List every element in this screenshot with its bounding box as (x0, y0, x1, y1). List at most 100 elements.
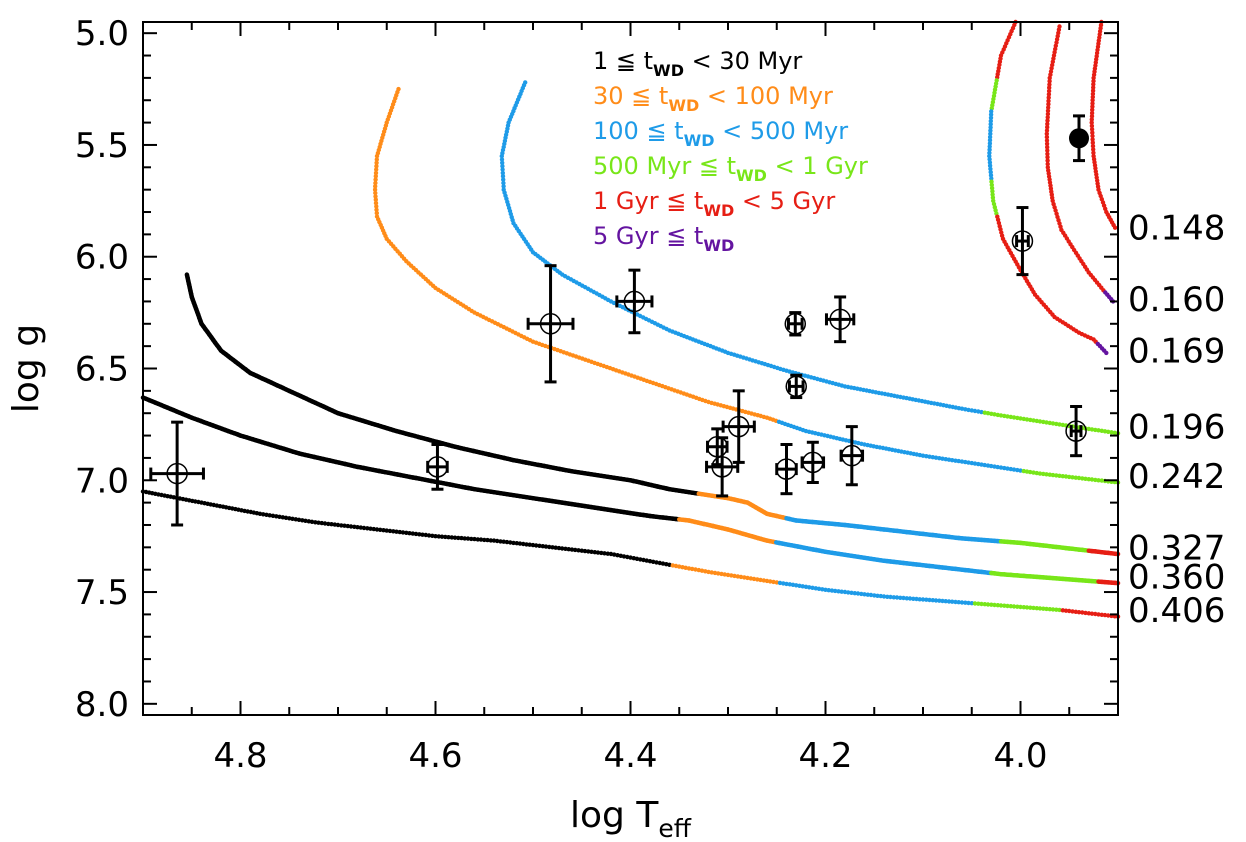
track-dot (751, 576, 757, 582)
star-marker-open (727, 415, 750, 438)
star-12 (824, 295, 856, 344)
track-dot (933, 598, 939, 603)
track-dot (556, 545, 562, 551)
track-dot (1109, 430, 1114, 435)
track-dot (472, 536, 477, 542)
track-dot (927, 454, 932, 459)
track-dot (982, 462, 987, 468)
track-dot (930, 598, 935, 603)
track-dot (937, 598, 942, 603)
legend-entry-text: 30 ≦ t (593, 82, 668, 110)
track-dot (1090, 91, 1096, 97)
track-dot (373, 174, 378, 179)
track-dot (992, 412, 997, 417)
star-8 (775, 443, 798, 496)
track-dot (1005, 466, 1010, 471)
track-dot (1083, 476, 1088, 481)
legend-entry-text: < 30 Myr (684, 47, 802, 75)
star-marker-open (785, 375, 807, 398)
x-tick-label: 4.2 (798, 736, 852, 776)
track-dot (582, 548, 588, 554)
star-11 (800, 440, 826, 485)
track-dot (855, 591, 861, 596)
track-dot (917, 597, 922, 602)
y-tick-label: 7.0 (75, 461, 129, 501)
star-marker-open (775, 458, 798, 480)
track-dot (1045, 111, 1051, 117)
track-dot (1050, 472, 1056, 478)
track-dot (1047, 75, 1052, 81)
track-dot (410, 531, 415, 536)
track-dot (592, 550, 597, 555)
track-dot (988, 122, 993, 127)
track-dot (716, 571, 721, 576)
track-dot (1049, 66, 1054, 71)
track-dot (699, 568, 705, 573)
track-dot (1090, 137, 1095, 142)
track-dot (722, 572, 727, 577)
track-dot (1070, 609, 1075, 614)
track-dot (881, 594, 887, 599)
legend-entry-sub: WD (668, 96, 699, 115)
track-dot (989, 463, 994, 469)
track-dot (816, 586, 822, 591)
track-dot (933, 455, 939, 460)
track-dot (1090, 88, 1096, 93)
track-dot (998, 413, 1004, 418)
track-dot (373, 200, 379, 206)
track-dot (488, 538, 493, 543)
track-0.148 (987, 19, 1109, 356)
track-dot (1102, 612, 1108, 618)
track-dot (373, 190, 378, 196)
star-16 (1069, 114, 1089, 163)
track-dot (1063, 608, 1069, 613)
track-dot (1046, 95, 1051, 100)
track-dot (482, 537, 487, 543)
track-dot (1091, 78, 1096, 84)
track-dot (1031, 470, 1036, 475)
track-dot (495, 538, 500, 544)
track-dot (303, 518, 308, 523)
track-dot (521, 541, 526, 547)
track-dot (1045, 161, 1050, 167)
track-dot (1053, 208, 1058, 213)
track-dot (1045, 151, 1050, 157)
track-dot (1046, 105, 1051, 110)
legend-entry-sub: WD (736, 166, 767, 185)
track-dot (865, 592, 870, 597)
track-dot (373, 177, 378, 182)
track-dot (407, 531, 412, 536)
track-dot (1104, 350, 1109, 356)
track-dot (988, 173, 994, 178)
track-dot (1093, 427, 1098, 433)
track-dot (1011, 467, 1017, 472)
track-dot (800, 584, 805, 589)
legend-entry-text: 500 Myr ≦ t (593, 152, 736, 180)
track-dot (987, 153, 992, 159)
track-dot (985, 602, 991, 607)
track-dot (443, 534, 448, 540)
track-dot (374, 160, 379, 165)
track-dot (449, 535, 454, 540)
track-dot (504, 539, 510, 545)
legend-entry: 100 ≦ tWD < 500 Myr (593, 117, 848, 150)
track-dot (995, 603, 1000, 608)
legend-entry: 5 Gyr ≦ tWD (593, 222, 734, 255)
mass-label: 0.148 (1128, 209, 1225, 249)
legend-entry-text: < 100 Myr (699, 82, 833, 110)
track-dot (1067, 608, 1072, 614)
track-dot (651, 559, 656, 564)
star-10 (785, 373, 807, 400)
track-dot (540, 544, 545, 549)
track-dot (988, 166, 993, 172)
track-0.160 (1044, 24, 1116, 304)
track-dot (891, 595, 896, 600)
track-dot (972, 601, 978, 606)
track-dot (397, 529, 402, 535)
track-dot (560, 546, 565, 551)
track-dot (894, 595, 900, 600)
track-dot (758, 577, 763, 583)
y-tick-label: 5.5 (75, 126, 129, 166)
track-dot (500, 167, 505, 172)
track-dot (1044, 138, 1050, 143)
